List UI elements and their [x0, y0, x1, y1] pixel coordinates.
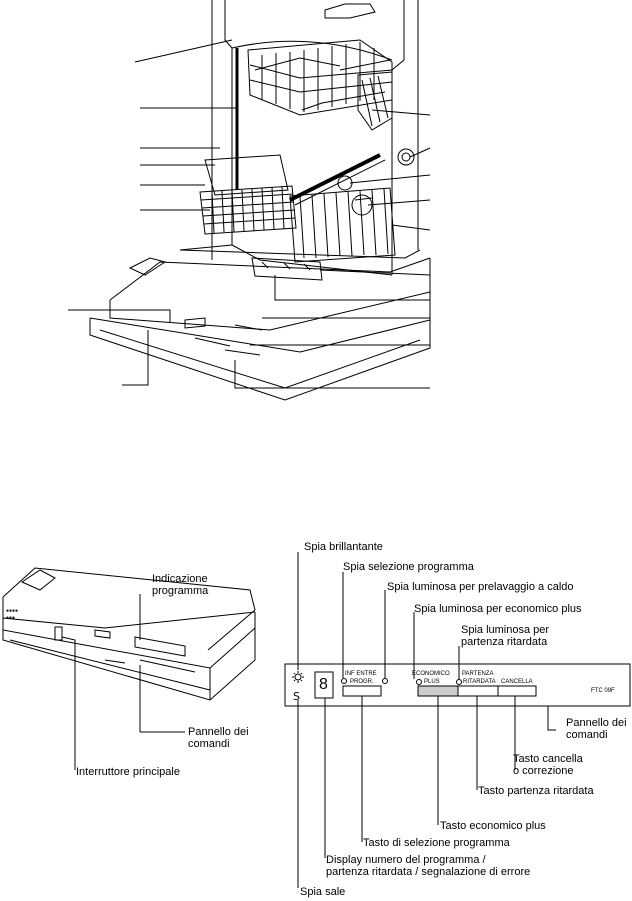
label-spia-partenza-line1: Spia luminosa per [461, 624, 550, 636]
label-spia-partenza-line2: partenza ritardata [461, 636, 548, 648]
label-spia-brillantante: Spia brillantante [304, 541, 383, 553]
panel-cancel-text: CANCELLA [501, 679, 533, 685]
label-display-line2: partenza ritardata / segnalazione di err… [326, 866, 531, 878]
panel-group1-line2: PROGR. [350, 679, 374, 685]
indicator-label: Indicazione programma [152, 573, 208, 597]
panel-group2-line1: ECONOMICO [412, 671, 450, 677]
program-display-digit: 8 [319, 676, 328, 693]
panel-group1-line1: INF ENTRE [345, 671, 377, 677]
panel-group2-line2: PLUS [424, 679, 440, 685]
label-pannello-line1: Pannello dei [566, 717, 627, 729]
svg-text:▪▪▪▪: ▪▪▪▪ [6, 608, 18, 614]
label-tasto-selezione: Tasto di selezione programma [363, 837, 510, 849]
detail-control-panel-line2: comandi [188, 738, 230, 750]
label-tasto-economico: Tasto economico plus [440, 820, 546, 832]
indicator-label-line1: Indicazione [152, 573, 208, 585]
label-spia-sale: Spia sale [300, 886, 346, 898]
label-tasto-cancella: Tasto cancella o correzione [513, 753, 583, 777]
panel-model-text: FTC 09F [591, 688, 615, 694]
main-switch-label: Interruttore principale [76, 766, 180, 778]
label-spia-partenza: Spia luminosa per partenza ritardata [461, 624, 549, 648]
svg-text:▪▪▪: ▪▪▪ [6, 615, 15, 621]
label-pannello-line2: comandi [566, 729, 608, 741]
salt-icon: S [293, 690, 300, 703]
panel-group3-line1: PARTENZA [462, 671, 494, 677]
indicator-label-line2: programma [152, 585, 209, 597]
label-spia-prelavaggio: Spia luminosa per prelavaggio a caldo [387, 581, 574, 593]
detail-control-panel-line1: Pannello dei [188, 726, 249, 738]
label-spia-selezione: Spia selezione programma [343, 561, 474, 573]
label-tasto-cancella-line1: Tasto cancella [513, 753, 583, 765]
label-tasto-partenza: Tasto partenza ritardata [478, 785, 594, 797]
label-spia-economico: Spia luminosa per economico plus [414, 603, 582, 615]
panel-group3-line2: RITARDATA [463, 679, 496, 685]
label-display: Display numero del programma / partenza … [326, 854, 530, 878]
label-pannello-comandi: Pannello dei comandi [566, 717, 627, 741]
label-tasto-cancella-line2: o correzione [513, 765, 574, 777]
label-display-line1: Display numero del programma / [326, 854, 486, 866]
detail-control-panel-label: Pannello dei comandi [188, 726, 249, 750]
